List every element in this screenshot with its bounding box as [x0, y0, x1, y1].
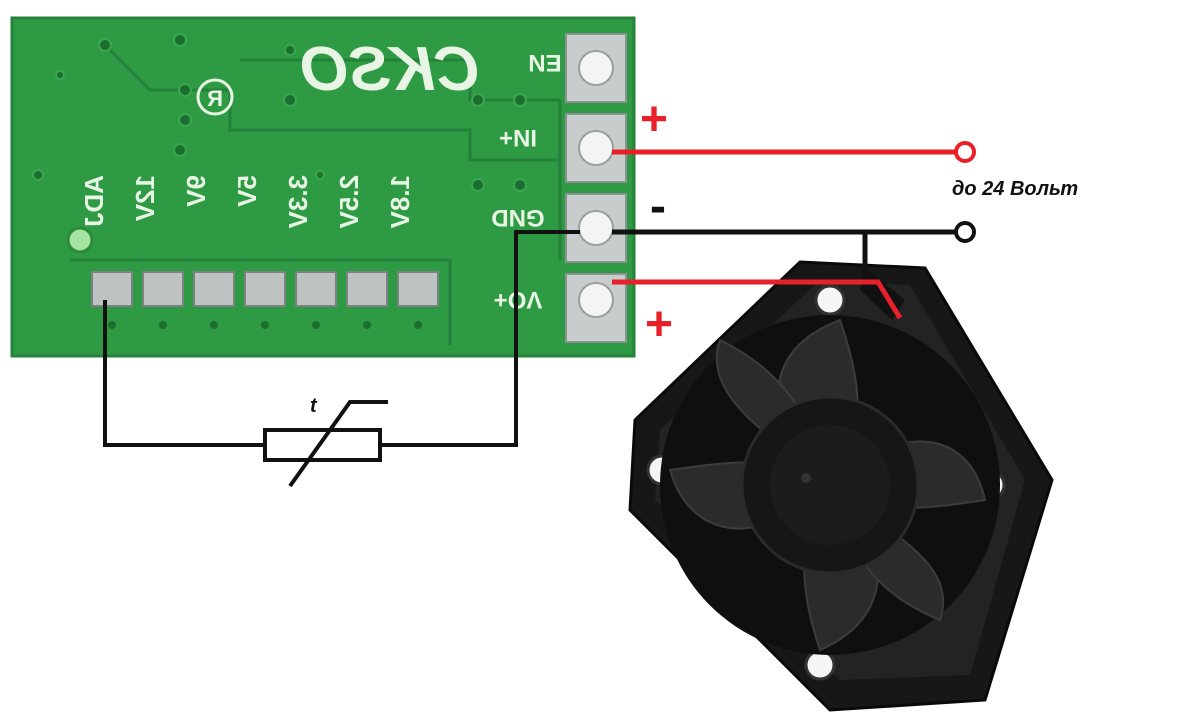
fan-hub-inner — [770, 425, 890, 545]
pcb-edge — [10, 16, 636, 358]
registered-mark-circle — [196, 78, 234, 116]
fan-hub-center — [801, 473, 811, 483]
annotations: + - + до 24 Вольт — [640, 93, 1078, 351]
voltage-option-pads — [91, 271, 439, 329]
pad-en-hole — [578, 50, 614, 86]
voltage-pad-2 — [193, 271, 235, 307]
pad-vo-plus-hole — [578, 282, 614, 318]
voltage-pad-via-6 — [414, 321, 422, 329]
cooling-fan — [628, 260, 1054, 712]
mounting-hole — [66, 226, 94, 254]
voltage-pad-via-4 — [312, 321, 320, 329]
wires — [103, 141, 976, 447]
voltage-pad-via-1 — [159, 321, 167, 329]
wire-thermistor-left — [103, 300, 265, 447]
voltage-label-2: 9V — [181, 175, 211, 207]
wire-thermistor-right — [380, 230, 580, 447]
pcb-vias — [32, 33, 527, 192]
voltage-pad-3 — [244, 271, 286, 307]
terminal-input-positive — [954, 141, 976, 163]
voltage-option-labels: ADJ 12V 9V 5V 3.3V 2.5V 1.8V — [79, 175, 415, 229]
plus-sign-output: + — [645, 298, 673, 351]
pad-gnd-hole — [578, 210, 614, 246]
wire-fan-positive — [612, 279, 903, 320]
voltage-pad-via-0 — [108, 321, 116, 329]
brand-logo: CKSO R — [196, 35, 480, 116]
voltage-note: до 24 Вольт — [952, 178, 1078, 200]
pad-en — [565, 33, 627, 103]
thermistor-symbol: t — [263, 395, 388, 488]
pin-label-gnd: GND — [491, 204, 544, 231]
pin-label-en: EN — [528, 49, 561, 76]
thermistor-slash — [288, 400, 388, 488]
voltage-label-1: 12V — [130, 175, 160, 222]
registered-mark: R — [207, 86, 223, 111]
thermistor-body — [263, 428, 382, 462]
voltage-label-0: ADJ — [79, 175, 109, 227]
plus-sign-input: + — [640, 93, 668, 146]
voltage-pad-6 — [397, 271, 439, 307]
voltage-pad-0 — [91, 271, 133, 307]
voltage-pad-via-5 — [363, 321, 371, 329]
minus-sign: - — [650, 180, 666, 233]
thermistor-label: t — [310, 395, 318, 417]
voltage-pad-via-3 — [261, 321, 269, 329]
pad-in-plus-hole — [578, 130, 614, 166]
voltage-label-6: 1.8V — [385, 175, 415, 229]
voltage-pad-1 — [142, 271, 184, 307]
terminal-pads — [565, 33, 627, 343]
voltage-label-4: 3.3V — [283, 175, 313, 229]
brand-logo-text: CKSO — [301, 35, 480, 104]
voltage-pad-4 — [295, 271, 337, 307]
voltage-pad-5 — [346, 271, 388, 307]
terminal-ground — [954, 221, 976, 243]
pin-label-in-plus: IN+ — [499, 124, 537, 151]
voltage-label-5: 2.5V — [334, 175, 364, 229]
voltage-label-3: 5V — [232, 175, 262, 207]
voltage-pad-via-2 — [210, 321, 218, 329]
